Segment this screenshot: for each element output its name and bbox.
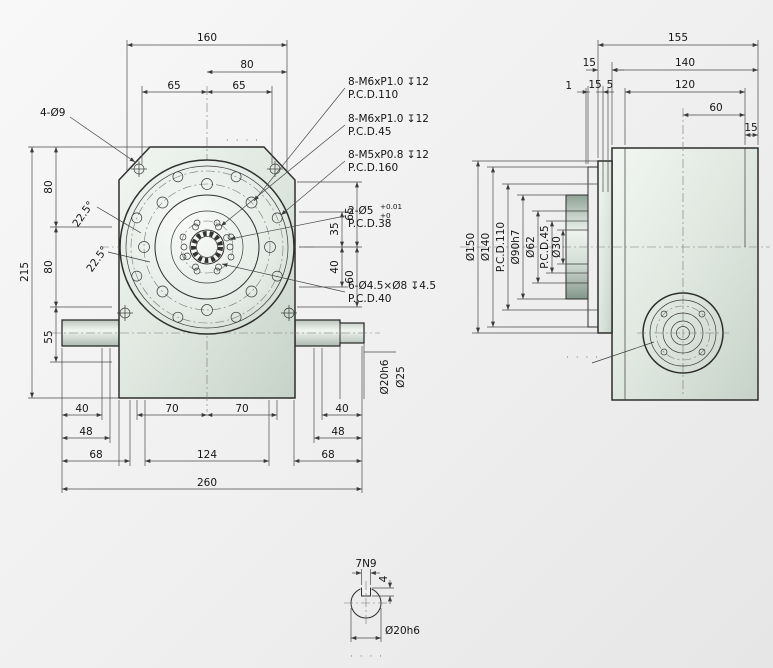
dim-depth-15c: 15 bbox=[744, 122, 757, 134]
dim-depth-140: 140 bbox=[675, 57, 695, 69]
callout-cbore-pcd40-line2: P.C.D.40 bbox=[348, 293, 392, 305]
dim-bottom-70-right: 70 bbox=[235, 403, 248, 415]
dim-bottom-124: 124 bbox=[197, 449, 217, 461]
stamp-dots-front: · · · · bbox=[226, 136, 260, 146]
callout-4-holes-d9: 4-Ø9 bbox=[40, 107, 65, 119]
callout-pin-pcd38-line2: P.C.D.38 bbox=[348, 218, 392, 230]
callout-pin-pcd38-line1: 2-Ø5 bbox=[348, 205, 373, 217]
dim-offset-60: 60 bbox=[344, 270, 356, 283]
callout-m6-pcd110-line1: 8-M6xP1.0 ↧12 bbox=[348, 76, 429, 88]
keyway-slot bbox=[361, 587, 371, 597]
dim-keyway-depth: 4 bbox=[378, 575, 390, 582]
dim-depth-15b: 15 bbox=[588, 79, 601, 91]
dim-bottom-40-left: 40 bbox=[75, 403, 88, 415]
dim-height-215: 215 bbox=[19, 262, 31, 282]
callout-pin-tol-upper: +0.01 bbox=[380, 202, 402, 211]
dim-shaft-d20h6: Ø20h6 bbox=[379, 359, 391, 394]
dim-bottom-48-right: 48 bbox=[331, 426, 344, 438]
callout-pin-tol-lower: +0 bbox=[380, 211, 391, 220]
front-callouts: 8-M6xP1.0 ↧12 P.C.D.110 8-M6xP1.0 ↧12 P.… bbox=[220, 76, 436, 305]
side-view: · · · · 155 15 140 1 bbox=[460, 32, 770, 401]
dim-bottom-68-right: 68 bbox=[321, 449, 334, 461]
dim-height-80b: 80 bbox=[43, 260, 55, 273]
dim-offset-65: 65 bbox=[344, 207, 356, 220]
front-right-dimensions: 35 65 40 60 bbox=[297, 181, 362, 308]
dim-shaft-d25: Ø25 bbox=[395, 366, 407, 388]
dim-pcd-45: P.C.D.45 bbox=[539, 225, 551, 269]
dim-depth-5: 5 bbox=[607, 79, 614, 91]
dim-dia-140: Ø140 bbox=[480, 233, 492, 261]
dim-width-65-right: 65 bbox=[232, 80, 245, 92]
dim-detail-shaft-dia: Ø20h6 bbox=[385, 625, 420, 637]
dim-height-80a: 80 bbox=[43, 180, 55, 193]
dim-angle-22-5-b: 22.5° bbox=[84, 244, 110, 274]
corner-mounting-holes bbox=[117, 161, 297, 321]
stamp-dots-detail: · · · · bbox=[350, 652, 384, 662]
dim-width-80: 80 bbox=[240, 59, 253, 71]
callout-m5-pcd160-line2: P.C.D.160 bbox=[348, 162, 398, 174]
callout-cbore-pcd40-line1: 6-Ø4.5×Ø8 ↧4.5 bbox=[348, 280, 436, 292]
dim-offset-35: 35 bbox=[329, 222, 341, 235]
dim-depth-15a: 15 bbox=[583, 57, 596, 69]
dim-bottom-70-left: 70 bbox=[165, 403, 178, 415]
callout-m6-pcd45-line2: P.C.D.45 bbox=[348, 126, 392, 138]
callout-m6-pcd110-line2: P.C.D.110 bbox=[348, 89, 398, 101]
dim-bottom-68-left: 68 bbox=[89, 449, 102, 461]
dim-dia-90h7: Ø90h7 bbox=[510, 230, 522, 265]
dim-keyway-width: 7N9 bbox=[355, 558, 376, 570]
side-output-shaft bbox=[637, 292, 729, 374]
front-top-dimensions: 160 80 65 65 4-Ø9 bbox=[40, 32, 288, 172]
callout-m6-pcd45-line1: 8-M6xP1.0 ↧12 bbox=[348, 113, 429, 125]
side-top-dimensions: 155 15 140 1 15 5 120 60 15 bbox=[565, 32, 759, 192]
dim-bottom-40-right: 40 bbox=[335, 403, 348, 415]
stamp-dots-side: · · · · bbox=[566, 353, 600, 363]
dim-depth-155: 155 bbox=[668, 32, 688, 44]
dim-bottom-48-left: 48 bbox=[79, 426, 92, 438]
dim-height-55: 55 bbox=[43, 330, 55, 343]
dim-depth-60: 60 bbox=[709, 102, 722, 114]
spline-bore bbox=[191, 231, 223, 263]
dim-width-65-left: 65 bbox=[167, 80, 180, 92]
front-bottom-dimensions: 40 70 70 40 48 48 68 124 68 260 bbox=[61, 346, 363, 493]
side-diameter-dimensions: Ø150 Ø140 P.C.D.110 Ø90h7 Ø62 P.C.D.45 Ø… bbox=[465, 160, 598, 334]
dim-depth-1: 1 bbox=[565, 80, 572, 92]
dim-angle-22-5-a: 22.5° bbox=[70, 199, 96, 229]
keyway-detail: 7N9 4 Ø20h6 · · · · bbox=[344, 558, 420, 662]
front-shaft-dimensions: Ø20h6 Ø25 bbox=[339, 343, 407, 399]
side-body bbox=[611, 147, 759, 401]
dim-dia-150: Ø150 bbox=[465, 233, 477, 261]
dim-width-160: 160 bbox=[197, 32, 217, 44]
dim-depth-120: 120 bbox=[675, 79, 695, 91]
dim-pcd-110: P.C.D.110 bbox=[495, 222, 507, 272]
flange-face bbox=[119, 159, 295, 335]
front-view: 160 80 65 65 4-Ø9 215 80 80 55 22.5° 22. bbox=[19, 32, 436, 493]
dim-dia-62: Ø62 bbox=[525, 236, 537, 258]
dim-dia-30: Ø30 bbox=[551, 236, 563, 258]
callout-m5-pcd160-line1: 8-M5xP0.8 ↧12 bbox=[348, 149, 429, 161]
dim-bottom-260: 260 bbox=[197, 477, 217, 489]
dim-offset-40: 40 bbox=[329, 260, 341, 273]
